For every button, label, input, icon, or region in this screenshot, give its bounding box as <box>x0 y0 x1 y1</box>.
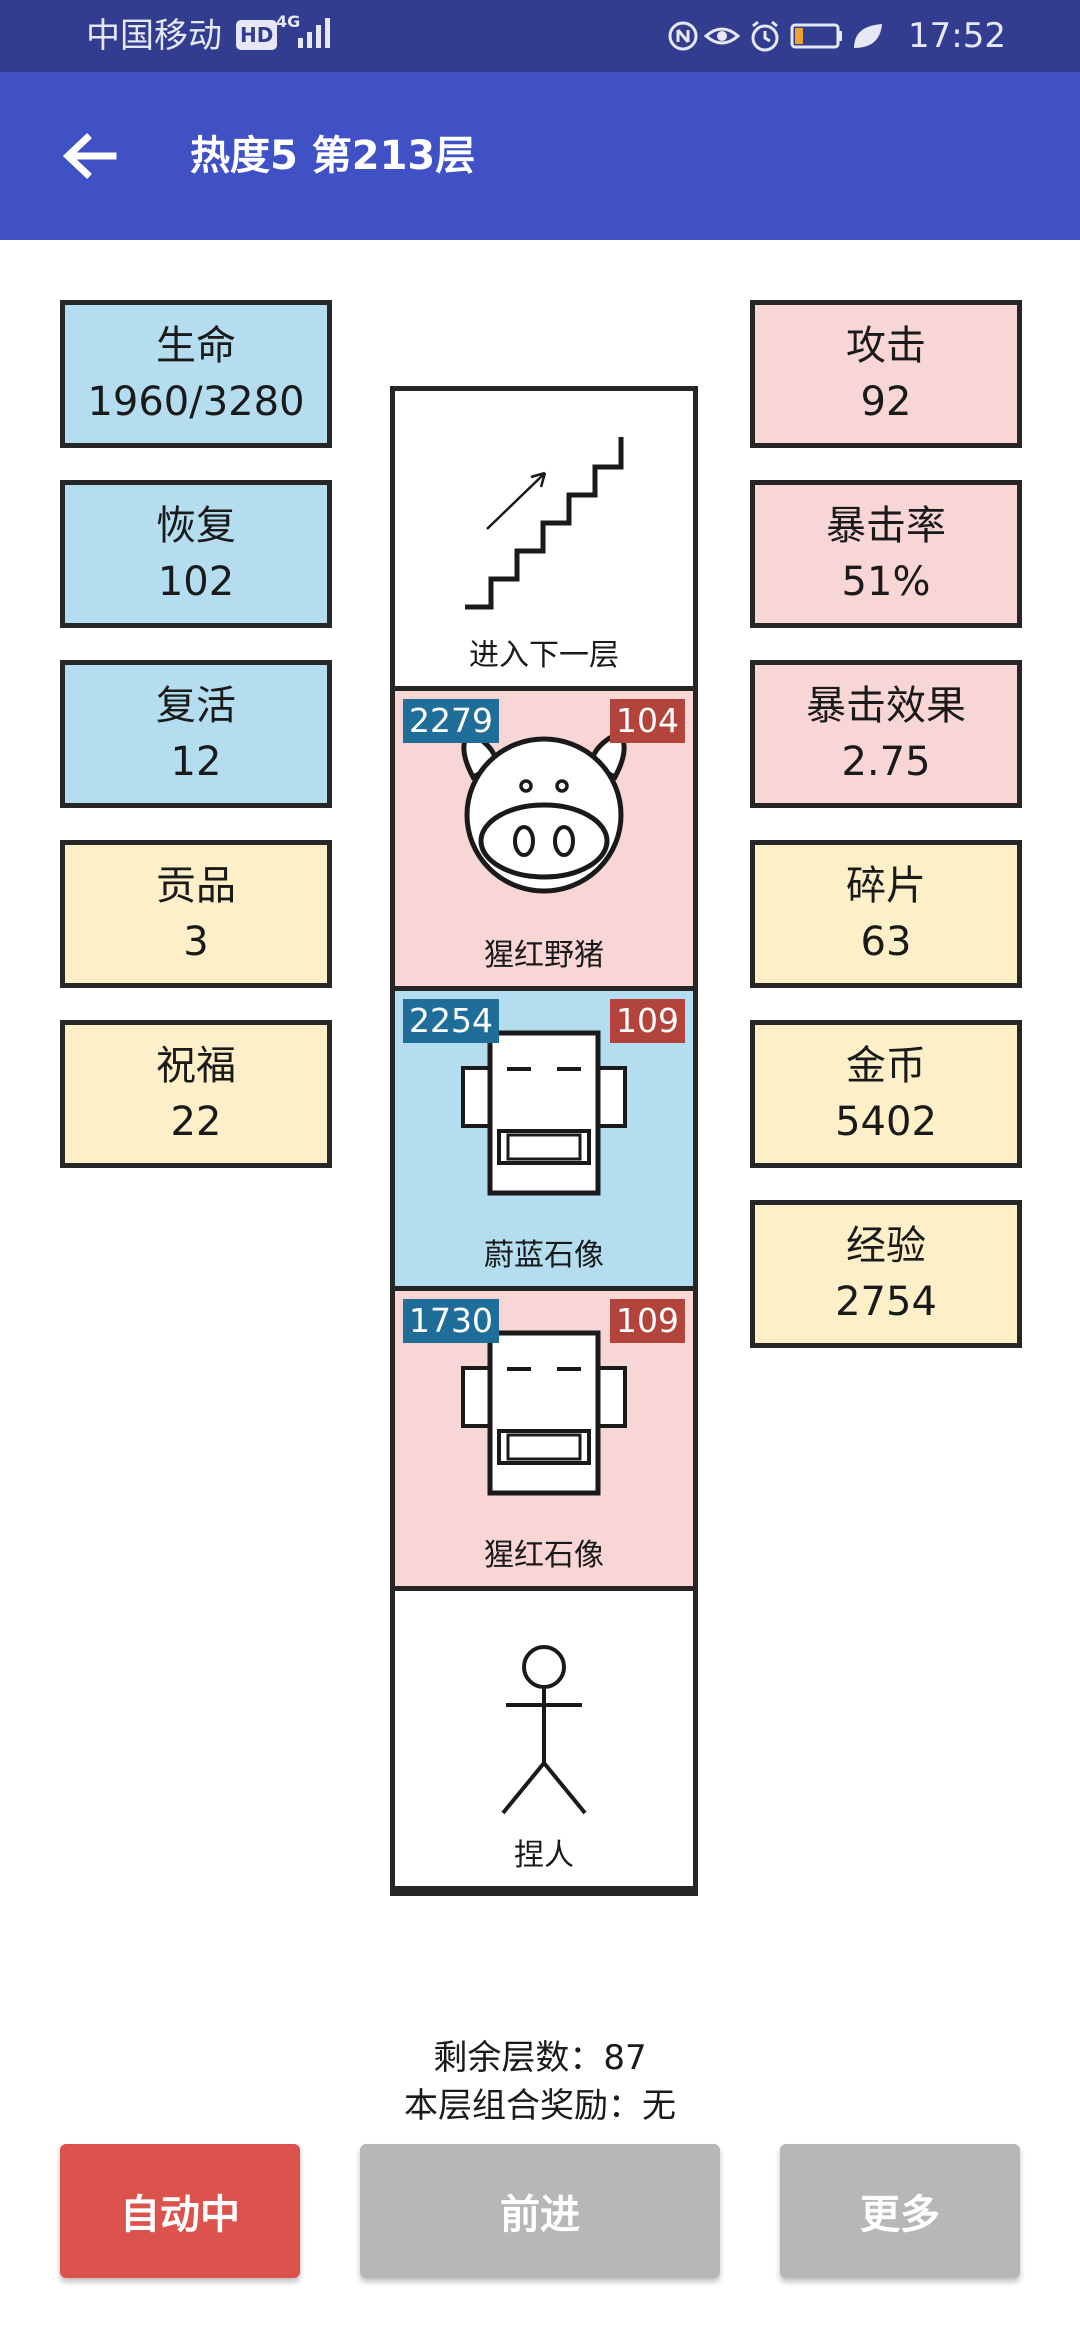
page-title: 热度5 第213层 <box>190 133 476 179</box>
stat-value: 102 <box>157 559 235 605</box>
stat-recovery: 恢复 102 <box>60 480 332 628</box>
tower-cell-next-floor[interactable]: 进入下一层 <box>395 391 693 686</box>
stat-hp: 生命 1960/3280 <box>60 300 332 448</box>
stat-attack: 攻击 92 <box>750 300 1022 448</box>
stat-tribute: 贡品 3 <box>60 840 332 988</box>
statue-icon <box>461 1030 627 1196</box>
cell-name: 蔚蓝石像 <box>484 1238 604 1273</box>
stairs-icon <box>465 437 624 610</box>
enemy-attack-badge: 109 <box>610 999 685 1043</box>
back-button[interactable] <box>52 118 128 194</box>
arrow-left-icon <box>63 133 117 179</box>
forward-button[interactable]: 前进 <box>360 2144 720 2278</box>
stat-label: 生命 <box>156 323 236 369</box>
app-bar: 热度5 第213层 <box>0 72 1080 240</box>
stat-crit-rate: 暴击率 51% <box>750 480 1022 628</box>
stick-figure-icon <box>501 1645 587 1815</box>
more-button[interactable]: 更多 <box>780 2144 1020 2278</box>
stat-value: 22 <box>170 1099 222 1145</box>
stat-gold: 金币 5402 <box>750 1020 1022 1168</box>
tower-cell-player[interactable]: 捏人 <box>395 1591 693 1886</box>
stat-value: 92 <box>860 379 912 425</box>
tower-cell-enemy[interactable]: 2279 104 猩红野猪 <box>395 691 693 986</box>
enemy-hp-badge: 2279 <box>403 699 499 743</box>
stat-fragments: 碎片 63 <box>750 840 1022 988</box>
combo-reward: 本层组合奖励：无 <box>404 2086 676 2126</box>
tower-cell-enemy[interactable]: 1730 109 猩红石像 <box>395 1291 693 1586</box>
stat-label: 攻击 <box>846 323 926 369</box>
stat-label: 恢复 <box>156 503 236 549</box>
stat-experience: 经验 2754 <box>750 1200 1022 1348</box>
auto-button[interactable]: 自动中 <box>60 2144 300 2278</box>
stat-label: 复活 <box>156 683 236 729</box>
alarm-icon <box>751 20 779 52</box>
enemy-attack-badge: 104 <box>610 699 685 743</box>
carrier-name: 中国移动 <box>86 16 222 56</box>
network-type: 4G <box>276 12 301 31</box>
stat-blessing: 祝福 22 <box>60 1020 332 1168</box>
status-icons <box>668 20 882 52</box>
stat-value: 2.75 <box>841 739 931 785</box>
cell-name: 捏人 <box>514 1838 574 1873</box>
battery-icon <box>790 23 842 49</box>
stat-value: 51% <box>841 559 931 605</box>
enemy-hp-badge: 2254 <box>403 999 499 1043</box>
stat-value: 12 <box>170 739 222 785</box>
eye-icon <box>703 27 741 45</box>
stat-label: 贡品 <box>156 863 236 909</box>
tower-cell-enemy[interactable]: 2254 109 蔚蓝石像 <box>395 991 693 1286</box>
cell-name: 进入下一层 <box>469 638 619 673</box>
stat-value: 2754 <box>835 1279 937 1325</box>
stat-value: 5402 <box>835 1099 937 1145</box>
cell-name: 猩红野猪 <box>484 938 604 973</box>
leaf-icon <box>854 24 882 48</box>
stat-label: 经验 <box>846 1223 926 1269</box>
status-bar: 中国移动 HD 4G 17:52 <box>0 0 1080 72</box>
boar-icon <box>461 729 627 894</box>
cell-name: 猩红石像 <box>484 1538 604 1573</box>
stat-value: 1960/3280 <box>87 379 305 425</box>
stat-label: 暴击效果 <box>806 683 966 729</box>
stat-label: 祝福 <box>156 1043 236 1089</box>
hd-badge: HD <box>236 20 278 50</box>
stat-label: 暴击率 <box>826 503 946 549</box>
stat-label: 碎片 <box>846 863 926 909</box>
stat-label: 金币 <box>846 1043 926 1089</box>
tower: 进入下一层 2279 104 猩红野猪 2254 109 蔚蓝石像 <box>390 386 698 1896</box>
clock: 17:52 <box>908 16 1006 56</box>
stat-value: 3 <box>183 919 209 965</box>
stat-revive: 复活 12 <box>60 660 332 808</box>
enemy-hp-badge: 1730 <box>403 1299 499 1343</box>
stat-crit-effect: 暴击效果 2.75 <box>750 660 1022 808</box>
nfc-icon <box>668 21 698 51</box>
stat-value: 63 <box>860 919 912 965</box>
enemy-attack-badge: 109 <box>610 1299 685 1343</box>
statue-icon <box>461 1330 627 1496</box>
signal-icon <box>298 18 330 48</box>
remaining-floors: 剩余层数：87 <box>433 2038 647 2078</box>
